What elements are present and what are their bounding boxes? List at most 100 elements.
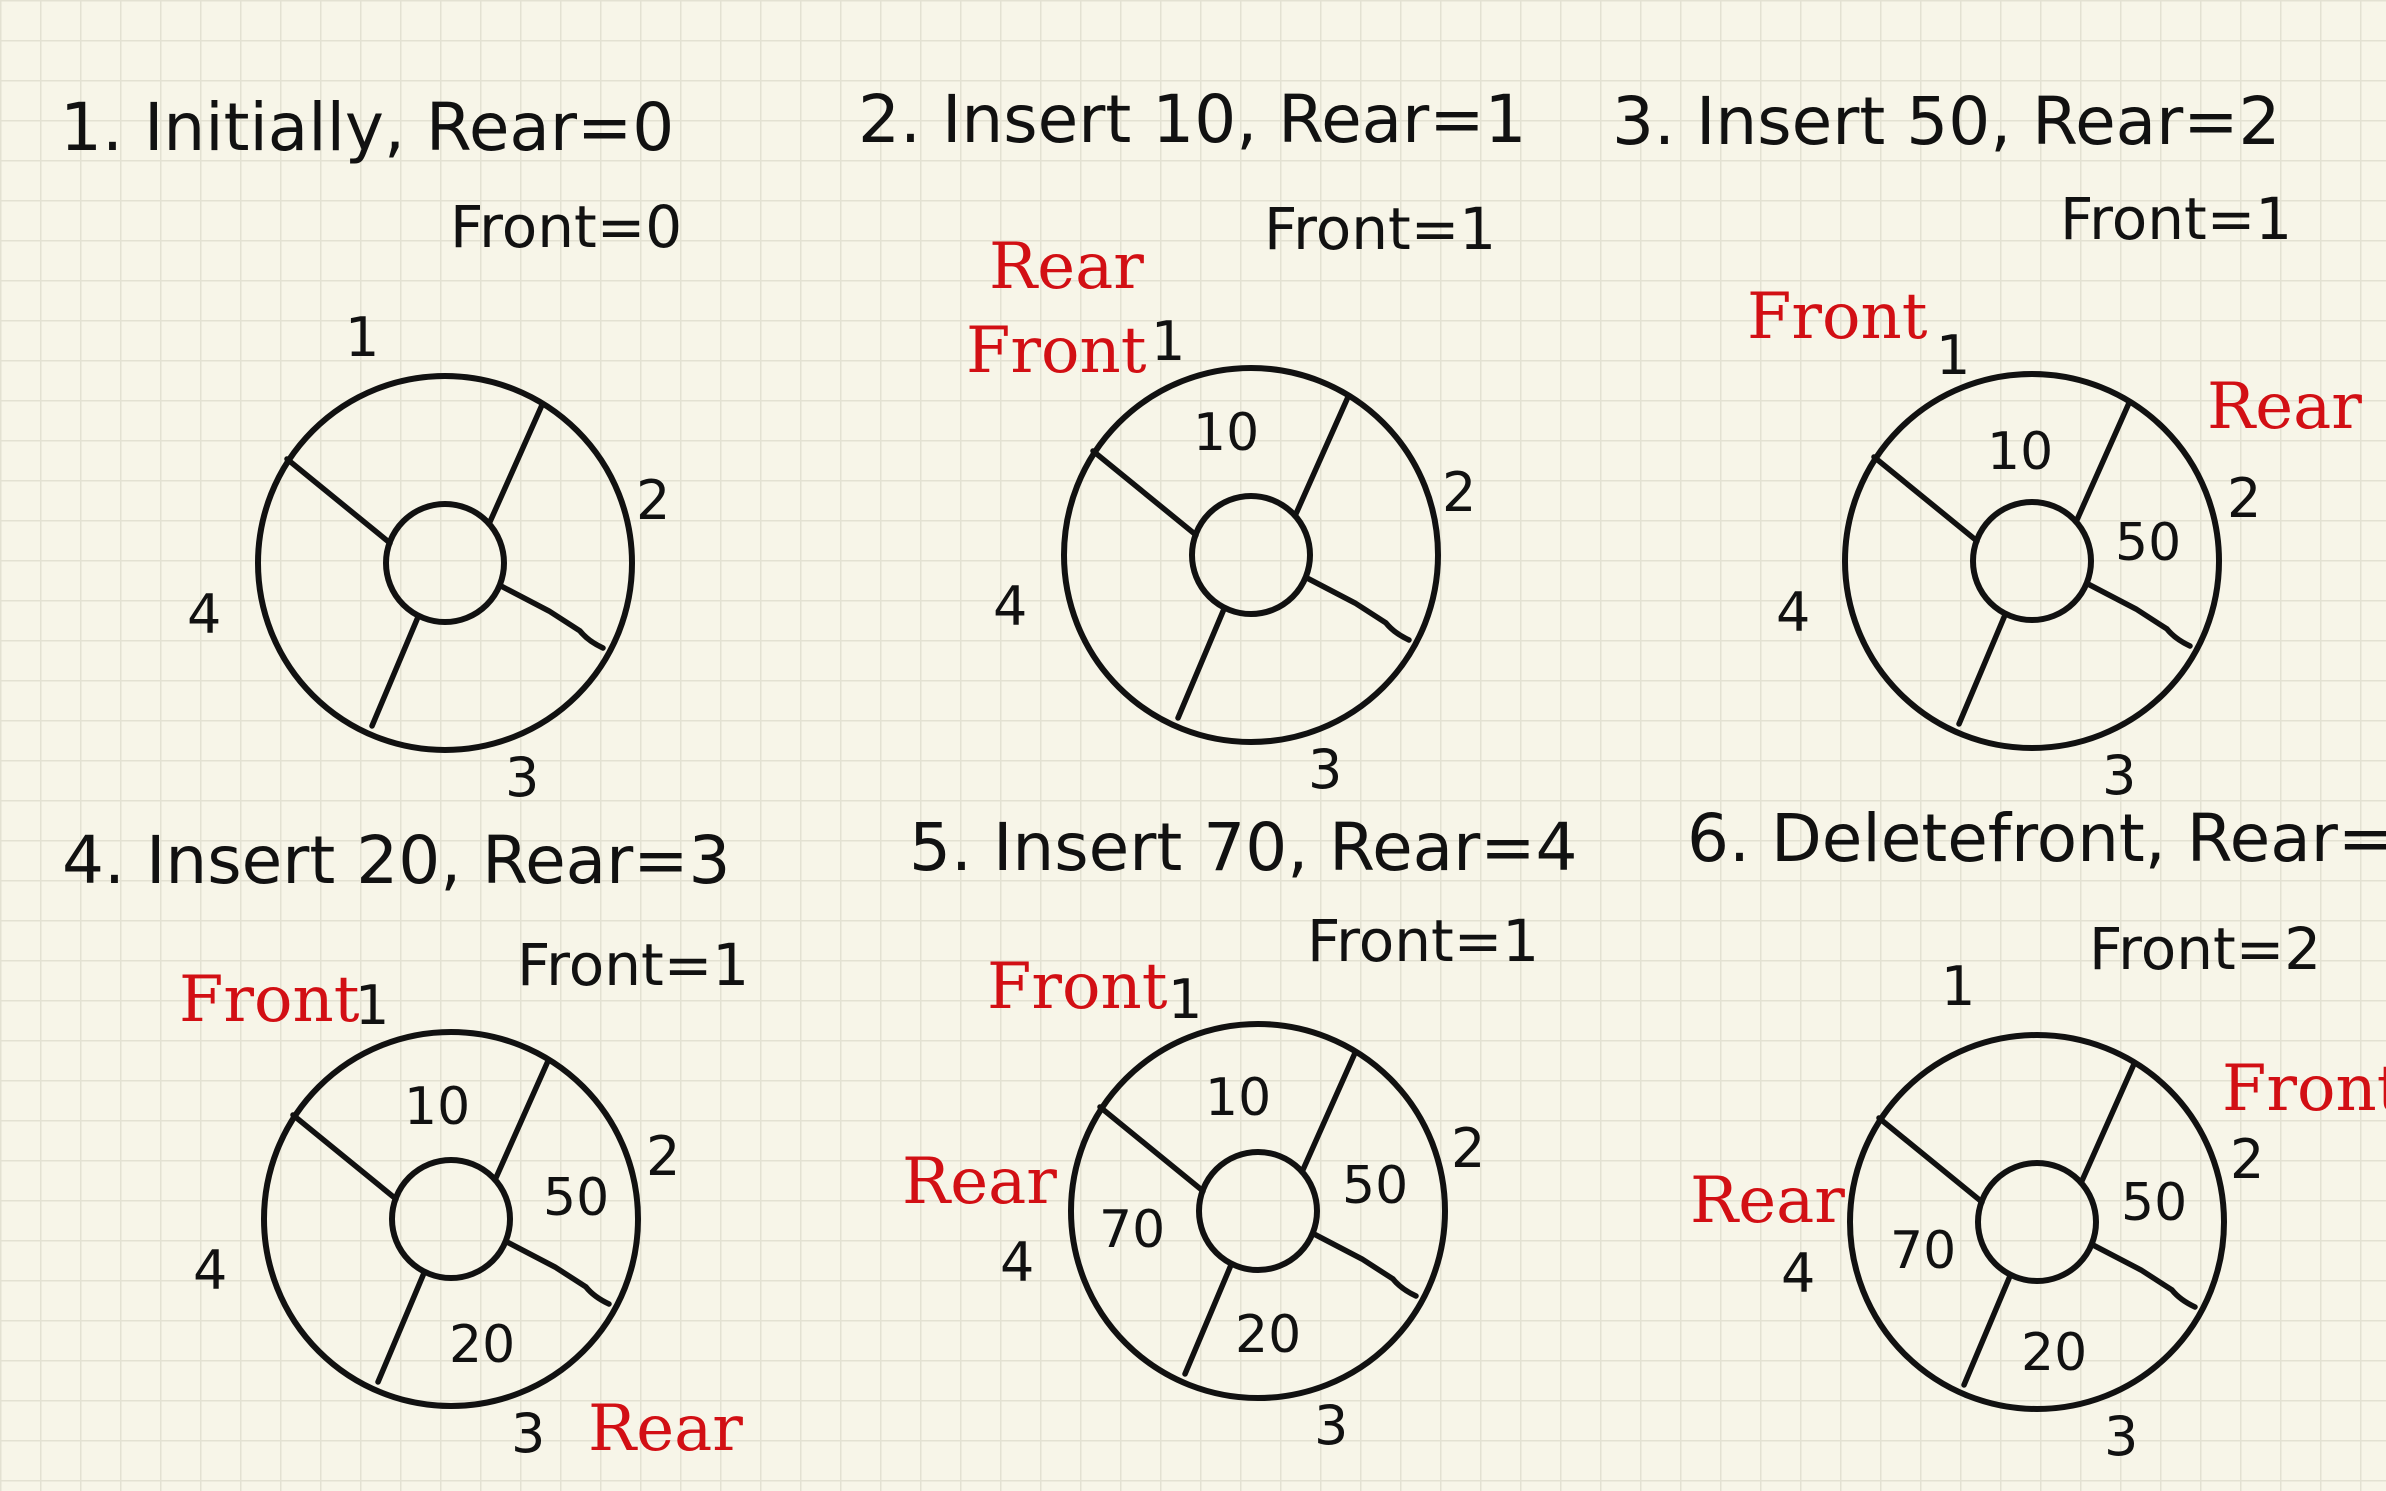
panel-6-slot-label-2: 2 <box>2230 1128 2264 1191</box>
panel-2-slot-label-1: 1 <box>1151 310 1185 373</box>
panel-2-slot-label-2: 2 <box>1442 461 1476 524</box>
panel-1-slot-label-4: 4 <box>187 583 221 646</box>
panel-6-slot-label-4: 4 <box>1781 1242 1815 1305</box>
panel-2-title: 2. Insert 10, Rear=1 <box>858 81 1527 158</box>
panel-2-outer-ring <box>1061 365 1441 745</box>
panel-5-divider-bottom <box>1182 1262 1234 1377</box>
panel-4: 4. Insert 20, Rear=3 Front=1 1 2 3 4 10 … <box>62 822 749 1466</box>
panel-5-front-pointer: Front <box>987 950 1168 1024</box>
panel-6-slot-4-value: 70 <box>1890 1221 1956 1281</box>
panel-5-title: 5. Insert 70, Rear=4 <box>909 809 1578 886</box>
panel-1-divider-left <box>284 456 393 546</box>
panel-1-divider-bottom <box>369 614 421 729</box>
panel-1-inner-ring <box>383 501 507 625</box>
panel-3-divider-right <box>2085 581 2193 649</box>
panel-3-slot-label-1: 1 <box>1936 324 1970 387</box>
panel-1-front-line: Front=0 <box>450 193 682 261</box>
panel-3-slot-1-value: 10 <box>1987 422 2053 482</box>
panel-4-slot-3-value: 20 <box>449 1315 515 1375</box>
panel-2-front-pointer: Front <box>966 314 1147 388</box>
panel-2-slot-1-value: 10 <box>1193 403 1259 463</box>
panel-3-slot-label-4: 4 <box>1776 581 1810 644</box>
panel-6-title: 6. Deletefront, Rear=4 <box>1687 800 2386 877</box>
panel-2-front-line: Front=1 <box>1264 195 1496 263</box>
panel-2-slot-label-3: 3 <box>1308 738 1342 801</box>
panel-3-divider-top <box>2073 400 2132 525</box>
panel-4-divider-top <box>492 1058 551 1183</box>
panel-4-slot-label-4: 4 <box>193 1239 227 1302</box>
panel-1-divider-right <box>498 583 606 651</box>
panel-3-slot-label-3: 3 <box>2102 744 2136 807</box>
panel-6-inner-ring <box>1975 1160 2099 1284</box>
panel-6-outer-ring <box>1847 1032 2227 1412</box>
panel-3-divider-left <box>1871 454 1980 544</box>
panel-5-divider-left <box>1097 1104 1206 1194</box>
panel-3: 3. Insert 50, Rear=2 Front=1 1 2 3 4 10 … <box>1612 83 2362 807</box>
panel-2-rear-pointer: Rear <box>989 230 1144 304</box>
panel-6-slot-label-1: 1 <box>1941 955 1975 1018</box>
panel-1-slot-label-3: 3 <box>505 746 539 809</box>
panel-3-front-pointer: Front <box>1747 280 1928 354</box>
panel-6-front-pointer: Front <box>2222 1052 2386 1126</box>
panel-1-divider-top <box>486 402 545 527</box>
panel-4-divider-bottom <box>375 1270 427 1385</box>
panel-6-front-line: Front=2 <box>2089 915 2321 983</box>
panel-4-front-line: Front=1 <box>517 931 749 999</box>
panel-4-slot-1-value: 10 <box>404 1077 470 1137</box>
panel-6-divider-left <box>1876 1115 1985 1205</box>
panel-3-rear-pointer: Rear <box>2207 370 2362 444</box>
panel-5-slot-4-value: 70 <box>1099 1200 1165 1260</box>
panel-3-inner-ring <box>1970 499 2094 623</box>
panel-4-slot-2-value: 50 <box>543 1168 609 1228</box>
panel-1-outer-ring <box>255 373 635 753</box>
panel-1: 1. Initially, Rear=0 Front=0 1 2 3 4 <box>60 89 682 809</box>
panel-4-slot-label-1: 1 <box>355 974 389 1037</box>
panel-5-divider-top <box>1299 1050 1358 1175</box>
panel-5: 5. Insert 70, Rear=4 Front=1 1 2 3 4 10 … <box>902 809 1578 1457</box>
panel-2-divider-right <box>1304 575 1412 643</box>
panel-6-divider-right <box>2090 1242 2198 1310</box>
panel-6-divider-bottom <box>1961 1273 2013 1388</box>
panel-5-rear-pointer: Rear <box>902 1145 1057 1219</box>
panel-1-slot-label-2: 2 <box>636 469 670 532</box>
panel-6: 6. Deletefront, Rear=4 Front=2 1 2 3 4 5… <box>1687 800 2386 1468</box>
panel-5-slot-3-value: 20 <box>1235 1305 1301 1365</box>
panel-2-divider-left <box>1090 448 1199 538</box>
panel-4-inner-ring <box>389 1157 513 1281</box>
panel-5-slot-2-value: 50 <box>1342 1156 1408 1216</box>
panel-4-title: 4. Insert 20, Rear=3 <box>62 822 731 899</box>
panel-5-slot-label-4: 4 <box>1000 1231 1034 1294</box>
panel-5-front-line: Front=1 <box>1307 907 1539 975</box>
panel-1-slot-label-1: 1 <box>345 306 379 369</box>
panel-6-rear-pointer: Rear <box>1690 1164 1845 1238</box>
panel-3-outer-ring <box>1842 371 2222 751</box>
panel-4-front-pointer: Front <box>179 963 360 1037</box>
panel-5-slot-label-2: 2 <box>1451 1117 1485 1180</box>
panel-5-slot-label-3: 3 <box>1314 1394 1348 1457</box>
panel-5-slot-1-value: 10 <box>1205 1068 1271 1128</box>
panel-2-divider-bottom <box>1175 606 1227 721</box>
panel-5-outer-ring <box>1068 1021 1448 1401</box>
panel-3-title: 3. Insert 50, Rear=2 <box>1612 83 2281 160</box>
panel-1-title: 1. Initially, Rear=0 <box>60 89 674 166</box>
panel-4-divider-left <box>290 1112 399 1202</box>
panel-5-slot-label-1: 1 <box>1168 968 1202 1031</box>
panel-5-inner-ring <box>1196 1149 1320 1273</box>
panel-4-slot-label-3: 3 <box>511 1402 545 1465</box>
panel-4-slot-label-2: 2 <box>646 1125 680 1188</box>
panel-2-slot-label-4: 4 <box>993 575 1027 638</box>
panel-6-slot-2-value: 50 <box>2121 1173 2187 1233</box>
panel-3-front-line: Front=1 <box>2060 185 2292 253</box>
panel-4-rear-pointer: Rear <box>588 1392 743 1466</box>
panel-4-outer-ring <box>261 1029 641 1409</box>
panel-2: 2. Insert 10, Rear=1 Front=1 1 2 3 4 10 … <box>858 81 1527 801</box>
panel-3-divider-bottom <box>1956 612 2008 727</box>
panel-5-divider-right <box>1311 1231 1419 1299</box>
panel-6-slot-label-3: 3 <box>2104 1405 2138 1468</box>
panel-2-divider-top <box>1292 394 1351 519</box>
panel-3-slot-2-value: 50 <box>2115 513 2181 573</box>
panel-3-slot-label-2: 2 <box>2227 467 2261 530</box>
panel-2-inner-ring <box>1189 493 1313 617</box>
panel-6-slot-3-value: 20 <box>2021 1323 2087 1383</box>
